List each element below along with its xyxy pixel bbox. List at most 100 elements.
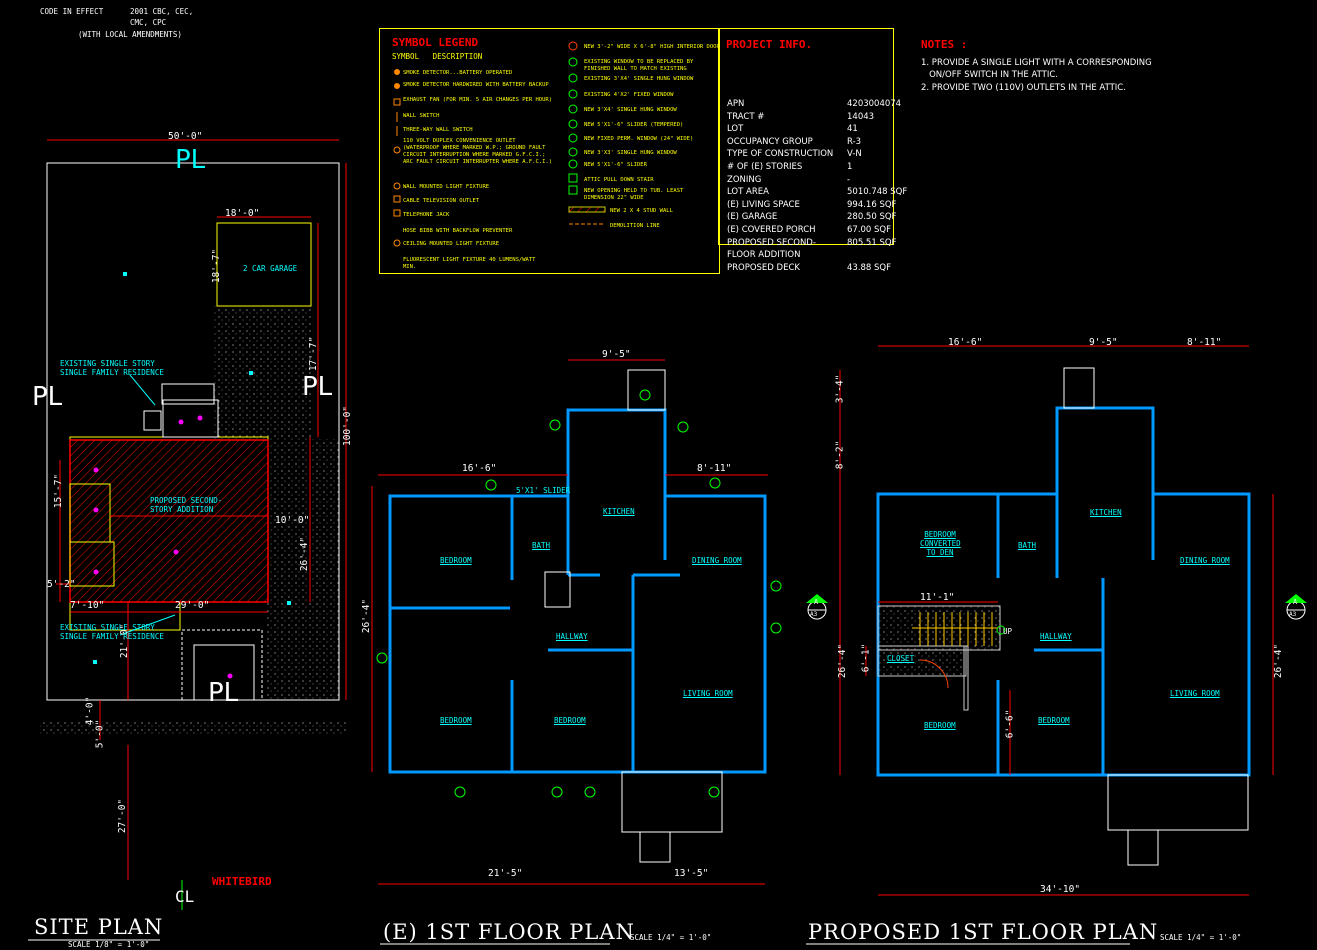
- legend-item: HOSE BIBB WITH BACKFLOW PREVENTER: [403, 228, 513, 234]
- legend-item: THREE-WAY WALL SWITCH: [403, 127, 473, 133]
- project-label: PROPOSED DECK: [727, 262, 800, 273]
- symbol-legend-box: [379, 28, 720, 274]
- project-label: LOT AREA: [727, 187, 769, 198]
- project-label: FLOOR ADDITION: [727, 250, 801, 261]
- p-plan-title: PROPOSED 1ST FLOOR PLAN: [808, 920, 1159, 944]
- site-dim-w29: 29'-0": [175, 600, 210, 611]
- p-room-closet: CLOSET: [887, 654, 915, 663]
- site-dim-depth: 100'-0": [342, 405, 354, 447]
- p-room-den: BEDROOM CONVERTED TO DEN: [920, 530, 961, 557]
- project-info-box: [718, 28, 894, 245]
- legend-item: EXHAUST FAN (FOR MIN. 5 AIR CHANGES PER …: [403, 97, 553, 103]
- legend-item: WALL SWITCH: [403, 113, 440, 119]
- e-room-living: LIVING ROOM: [683, 689, 733, 698]
- project-value: V-N: [847, 149, 862, 160]
- project-label: TRACT #: [727, 111, 765, 122]
- legend-item: NEW 3'X3' SINGLE HUNG WINDOW: [584, 150, 677, 156]
- legend-item: NEW OPENING HELD TO TUB. LEAST DIMENSION…: [584, 188, 684, 201]
- project-value: 4203004074: [847, 99, 902, 109]
- e-slider-label: 5'X1' SLIDER: [516, 486, 571, 495]
- legend-item: NEW 2 X 4 STUD WALL: [610, 208, 673, 214]
- project-value: 43.88 SQF: [847, 262, 892, 273]
- legend-item: NEW 3'X4' SINGLE HUNG WINDOW: [584, 107, 677, 113]
- p-dim-left-top: 3'-4": [834, 374, 846, 404]
- e-room-bedroom-1: BEDROOM: [440, 556, 472, 565]
- garage-outline: [216, 222, 312, 307]
- project-label: LOT: [727, 124, 744, 135]
- legend-item: NEW 5'X1'-6" SLIDER: [584, 162, 647, 168]
- e-dim-bot-right: 13'-5": [674, 868, 709, 879]
- p-dim-left-mid: 8'-2": [834, 440, 846, 470]
- site-dim-garage-d: 18'-7": [211, 248, 223, 284]
- proposed-stair-treads: [912, 612, 998, 689]
- pl-marker-right: PL: [302, 372, 333, 402]
- existing-plan-window-tags: [376, 389, 782, 798]
- p-stair-up: UP: [1003, 627, 1013, 636]
- site-dim-garage-w: 18'-0": [225, 208, 260, 219]
- project-label: (E) GARAGE: [727, 212, 778, 223]
- legend-item: DEMOLITION LINE: [610, 223, 660, 229]
- project-value: 805.51 SQF: [847, 237, 897, 248]
- site-dim-b: 5'-0": [94, 719, 106, 749]
- code-amendments: (WITH LOCAL AMENDMENTS): [78, 30, 182, 39]
- note-line: 1. PROVIDE A SINGLE LIGHT WITH A CORRESP…: [921, 58, 1152, 68]
- legend-item: CEILING MOUNTED LIGHT FIXTURE: [403, 241, 500, 247]
- p-room-kitchen: KITCHEN: [1090, 508, 1122, 517]
- e-plan-title: (E) 1ST FLOOR PLAN: [383, 920, 635, 944]
- e-dim-left: 26'-4": [361, 598, 373, 634]
- e-room-bedroom-2: BEDROOM: [440, 716, 472, 725]
- legend-item: CABLE TELEVISION OUTLET: [403, 198, 480, 204]
- pl-marker-bottom: PL: [208, 678, 239, 708]
- e-room-hallway: HALLWAY: [556, 632, 588, 641]
- project-label: (E) COVERED PORCH: [727, 224, 816, 235]
- note-line: 2. PROVIDE TWO (110V) OUTLETS IN THE ATT…: [921, 83, 1126, 93]
- legend-item: 110 VOLT DUPLEX CONVENIENCE OUTLET (WATE…: [403, 138, 553, 165]
- p-dim-right: 26'-4": [1273, 643, 1285, 679]
- p-dim-top-mid: 9'-5": [1089, 337, 1118, 348]
- e-dim-top-right: 8'-11": [697, 463, 732, 474]
- legend-item: EXISTING WINDOW TO BE REPLACED BY FINISH…: [584, 59, 694, 72]
- sidewalk: [40, 720, 347, 736]
- project-label: APN: [727, 99, 745, 109]
- legend-item: ATTIC PULL DOWN STAIR: [584, 177, 654, 183]
- p-dim-bottom: 34'-10": [1040, 884, 1081, 895]
- e-room-kitchen: KITCHEN: [603, 507, 635, 516]
- site-garage-label: 2 CAR GARAGE: [243, 264, 298, 273]
- site-dim-rear: 27'-0": [117, 798, 129, 834]
- site-dim-w7: 7'-10": [70, 600, 105, 611]
- project-label: OCCUPANCY GROUP: [727, 136, 813, 147]
- e-room-bedroom-3: BEDROOM: [554, 716, 586, 725]
- legend-item: NEW 3'-2" WIDE X 6'-8" HIGH INTERIOR DOO…: [584, 44, 720, 50]
- site-plan-scale: SCALE 1/8" = 1'-0": [68, 940, 150, 949]
- site-dim-left: 5'-2": [47, 579, 76, 590]
- project-value: 14043: [847, 111, 875, 122]
- section-markers: [806, 594, 1307, 620]
- project-value: 67.00 SQF: [847, 224, 892, 235]
- legend-item: WALL MOUNTED LIGHT FIXTURE: [403, 184, 490, 190]
- e-room-bath: BATH: [532, 541, 551, 550]
- side-yard: [267, 439, 339, 699]
- legend-item: EXISTING 3'X4' SINGLE HUNG WINDOW: [584, 76, 694, 82]
- p-room-bedroom-2: BEDROOM: [1038, 716, 1070, 725]
- site-dim-width: 50'-0": [168, 131, 203, 142]
- existing-plan-porch: [544, 369, 723, 863]
- project-row: PROPOSED DECK 43.88 SQF: [727, 262, 907, 275]
- notes-title: NOTES :: [921, 38, 968, 51]
- project-label: PROPOSED SECOND-: [727, 237, 816, 248]
- project-value: -: [847, 174, 851, 185]
- p-dim-stair: 11'-1": [920, 592, 955, 603]
- project-value: 1: [847, 161, 853, 172]
- project-value: 994.16 SQF: [847, 199, 897, 210]
- legend-item: FLUORESCENT LIGHT FIXTURE 40 LUMENS/WATT…: [403, 257, 536, 270]
- legend-item: SMOKE DETECTOR HARDWIRED WITH BATTERY BA…: [403, 82, 549, 88]
- p-dim-closet-w: 6'-1": [860, 643, 872, 673]
- pl-marker-top: PL: [175, 145, 206, 175]
- project-row: PROPOSED SECOND- 805.51 SQF: [727, 237, 907, 250]
- e-dim-top-left: 16'-6": [462, 463, 497, 474]
- site-existing-bottom: EXISTING SINGLE STORY SINGLE FAMILY RESI…: [60, 623, 164, 641]
